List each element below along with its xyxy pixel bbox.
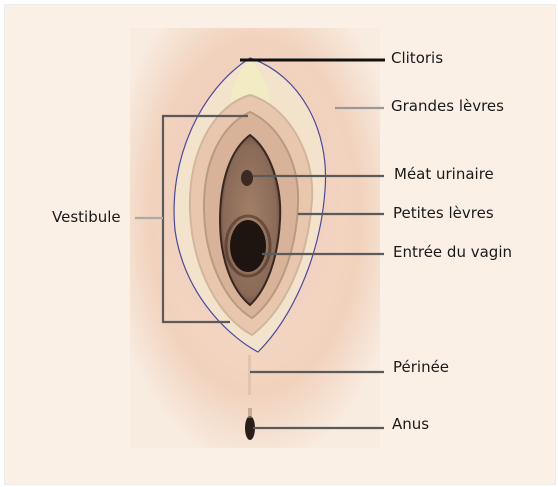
label-clitoris: Clitoris	[391, 49, 443, 67]
label-grandes-levres: Grandes lèvres	[391, 97, 504, 115]
label-perinee: Périnée	[393, 358, 449, 376]
vagin-opening	[230, 220, 266, 272]
label-vestibule: Vestibule	[52, 208, 121, 226]
label-entree-vagin: Entrée du vagin	[393, 243, 512, 261]
anus-fade	[248, 408, 252, 418]
meat-urinaire-opening	[241, 170, 253, 186]
label-anus: Anus	[392, 415, 429, 433]
label-meat-urinaire: Méat urinaire	[394, 165, 494, 183]
label-petites-levres: Petites lèvres	[393, 204, 494, 222]
perinee-line	[248, 355, 251, 395]
